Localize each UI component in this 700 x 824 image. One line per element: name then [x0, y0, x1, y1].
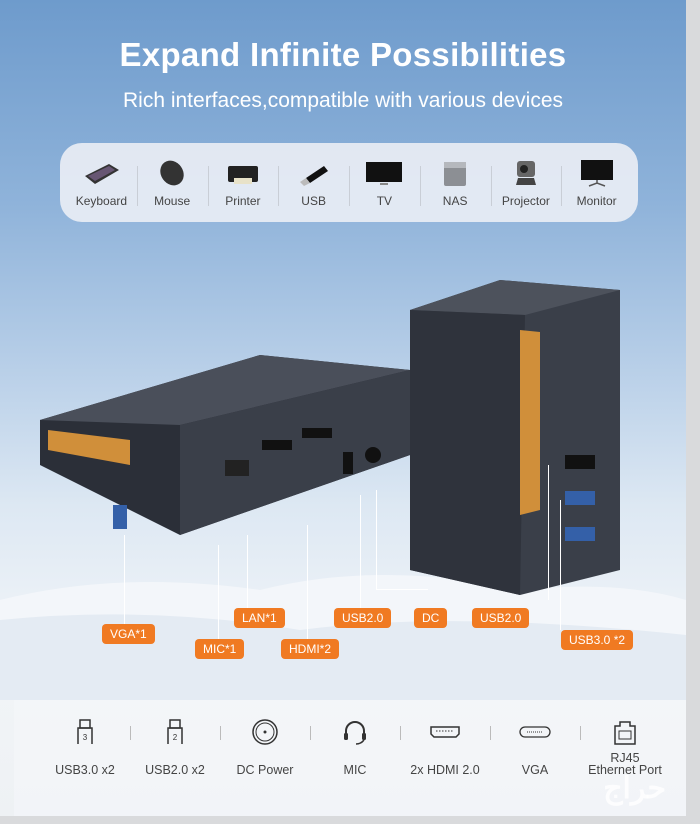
device-mouse: Mouse: [136, 158, 208, 208]
port-rj45-label: RJ45: [610, 751, 640, 765]
callout-vga: VGA*1: [102, 624, 155, 644]
device-nas: NAS: [419, 158, 491, 208]
mouse-icon: [160, 160, 184, 185]
lan-port: [225, 460, 249, 476]
svg-text:2: 2: [173, 733, 178, 742]
tv-icon: [366, 161, 403, 185]
nas-icon: [444, 161, 467, 186]
callout-line: [124, 535, 125, 624]
ethernet-icon: [614, 721, 636, 745]
compatible-devices-strip: Keyboard Mouse Printer USB TV NAS Projec…: [60, 143, 638, 222]
hdmi-icon: [430, 726, 460, 738]
port-rj45-sublabel: Ethernet Port: [588, 763, 662, 777]
subheadline: Rich interfaces,compatible with various …: [122, 89, 564, 112]
device-usb: USB: [278, 158, 349, 208]
callout-usb2-side: USB2.0: [472, 608, 530, 628]
usb2-icon: 2: [167, 719, 183, 744]
snow-landscape: [0, 575, 686, 700]
callout-lan: LAN*1: [234, 608, 285, 628]
callout-line: [360, 495, 361, 608]
device-printer: Printer: [207, 158, 279, 208]
callout-line: [376, 490, 428, 590]
headset-mic-icon: [344, 721, 366, 745]
device-keyboard: Keyboard: [66, 158, 137, 208]
mini-pc-illustration: [40, 280, 620, 595]
callout-line: [247, 535, 248, 608]
dc-power-icon: [252, 719, 278, 745]
device-monitor: Monitor: [561, 158, 632, 208]
callout-dc: DC: [414, 608, 448, 628]
device-tv: TV: [349, 158, 420, 208]
projector-icon: [515, 160, 536, 185]
usb3-icon: 3: [77, 719, 93, 744]
svg-text:3: 3: [83, 733, 88, 742]
port-hdmi: 2x HDMI 2.0: [400, 718, 490, 776]
vga-icon: [519, 726, 551, 738]
callout-line: [307, 525, 308, 639]
keyboard-icon: [85, 163, 120, 184]
callout-line: [560, 500, 561, 630]
headline: Expand Infinite Possibilities: [119, 36, 567, 73]
hdmi-port: [262, 440, 292, 450]
callout-line: [548, 465, 549, 600]
callout-usb3: USB3.0 *2: [561, 630, 634, 650]
ports-panel: [14, 700, 686, 816]
usb-drive-icon: [299, 165, 328, 186]
callout-mic: MIC*1: [195, 639, 245, 659]
watermark: حراج: [603, 772, 666, 805]
product-banner: Expand Infinite Possibilities Rich inter…: [0, 0, 686, 816]
port-dc: DC Power: [220, 718, 310, 776]
port-mic: MIC: [310, 718, 400, 776]
device-projector: Projector: [490, 158, 562, 208]
callout-usb2-back: USB2.0: [334, 608, 392, 628]
callout-line: [218, 545, 219, 639]
callout-hdmi: HDMI*2: [281, 639, 340, 659]
port-vga: VGA: [490, 718, 580, 776]
monitor-icon: [580, 159, 613, 187]
printer-icon: [227, 165, 258, 184]
